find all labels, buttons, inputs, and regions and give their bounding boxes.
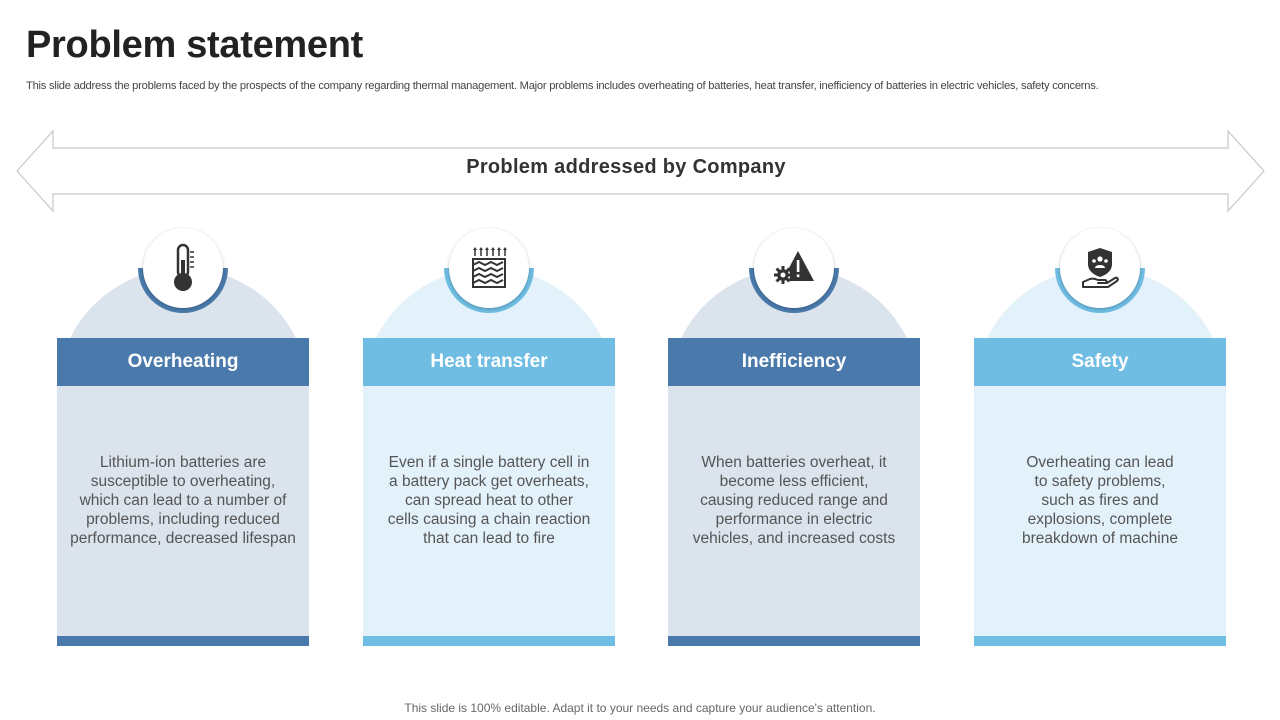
icon-ring [1055,267,1145,313]
footer-note: This slide is 100% editable. Adapt it to… [404,701,876,715]
icon-ring [444,267,534,313]
double-arrow-banner [16,129,1265,213]
card-heat-transfer: Heat transfer Even if a single battery c… [363,228,615,646]
card-body [974,338,1226,638]
heat-transfer-icon [449,228,529,308]
card-description: Lithium-ion batteries are susceptible to… [70,454,296,547]
warning-gear-icon [754,228,834,308]
card-description: Overheating can lead to safety problems,… [1022,454,1178,547]
card-bottom-bar [363,636,615,646]
thermometer-icon [143,228,223,308]
card-heading: Inefficiency [668,338,920,386]
card-bottom-bar [974,636,1226,646]
page-title: Problem statement [26,24,363,66]
card-heading: Overheating [57,338,309,386]
card-bottom-bar [668,636,920,646]
card-heading: Safety [974,338,1226,386]
icon-ring [138,267,228,313]
card-description: Even if a single battery cell in a batte… [387,454,591,547]
banner-label: Problem addressed by Company [466,156,786,178]
card-description: When batteries overheat, it become less … [692,454,896,547]
card-body [668,338,920,638]
page-subtitle: This slide address the problems faced by… [26,80,1099,92]
card-bottom-bar [57,636,309,646]
card-inefficiency: Inefficiency When batteries overheat, it… [668,228,920,646]
card-body [363,338,615,638]
card-overheating: Overheating Lithium-ion batteries are su… [57,228,309,646]
safety-hand-shield-icon [1060,228,1140,308]
card-body [57,338,309,638]
card-safety: Safety Overheating can lead to safety pr… [974,228,1226,646]
card-heading: Heat transfer [363,338,615,386]
icon-ring [749,267,839,313]
